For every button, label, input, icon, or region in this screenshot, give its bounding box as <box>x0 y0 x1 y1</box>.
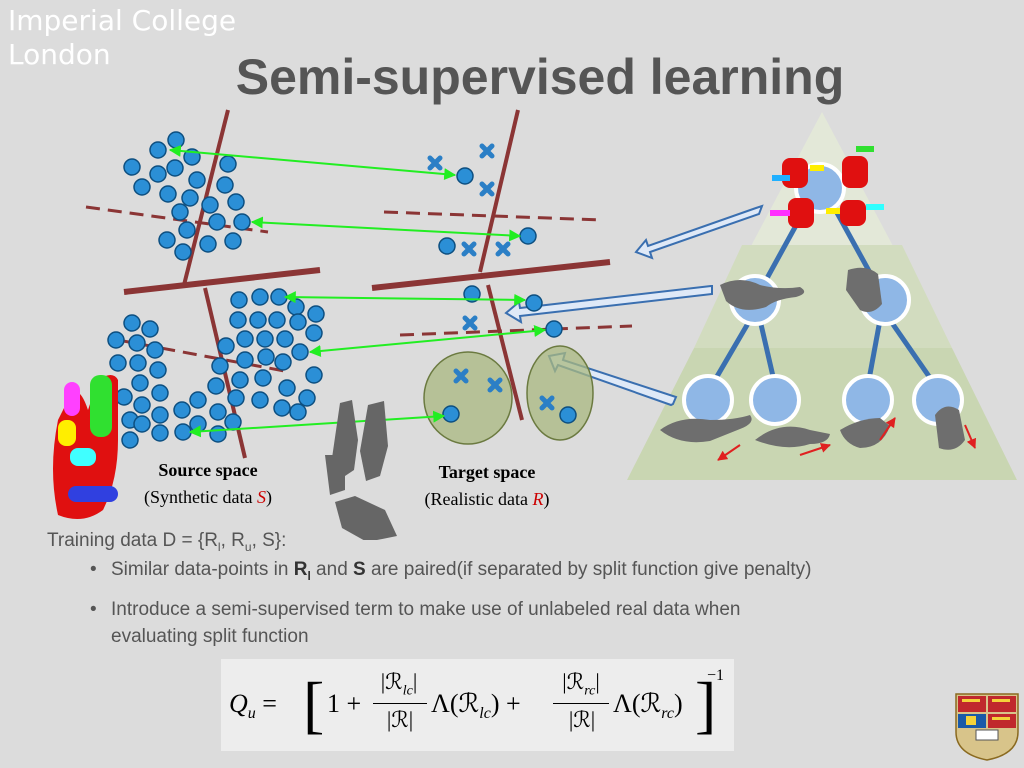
slide-title: Semi-supervised learning <box>235 49 845 105</box>
target-space-subtitle: (Realistic data R) <box>424 489 550 509</box>
bullet-list: Similar data-points in Rl and S are pair… <box>86 556 986 656</box>
pairing-arrows <box>168 144 547 438</box>
imperial-college-logo-text: Imperial College London <box>8 4 236 72</box>
target-data-points <box>438 167 577 424</box>
gray-hand-images <box>660 267 965 450</box>
training-data-line: Training data D = {Rl, Ru, S}: <box>47 530 287 554</box>
logo-line-2: London <box>8 38 111 71</box>
diagram-svg <box>53 109 1017 540</box>
bullet-item-paired: Similar data-points in Rl and S are pair… <box>86 556 986 590</box>
source-data-points <box>107 131 325 449</box>
bullet-item-semi-supervised: Introduce a semi-supervised term to make… <box>86 596 986 650</box>
source-space-label: Source space (Synthetic data S) <box>118 460 298 508</box>
qu-formula: Qu = [ 1 + |ℛlc| |ℛ| Λ(ℛlc) + |ℛrc| |ℛ| … <box>229 667 725 740</box>
synthetic-hand-image <box>53 375 118 519</box>
imperial-crest-icon <box>955 693 1019 761</box>
formula-box: Qu = [ 1 + |ℛlc| |ℛ| Λ(ℛlc) + |ℛrc| |ℛ| … <box>221 659 734 751</box>
realistic-depth-image <box>325 400 397 540</box>
tree-leaf-3 <box>842 374 894 426</box>
tree-leaf-1 <box>682 374 734 426</box>
target-space-title: Target space <box>438 462 536 482</box>
source-space-subtitle: (Synthetic data S) <box>144 487 272 507</box>
hand-motion-arrows <box>717 417 976 461</box>
target-space-label: Target space (Realistic data R) <box>397 462 577 510</box>
tree-leaf-2 <box>749 374 801 426</box>
colored-hand-images <box>770 146 884 228</box>
source-space-title: Source space <box>158 460 258 480</box>
logo-line-1: Imperial College <box>8 4 237 37</box>
